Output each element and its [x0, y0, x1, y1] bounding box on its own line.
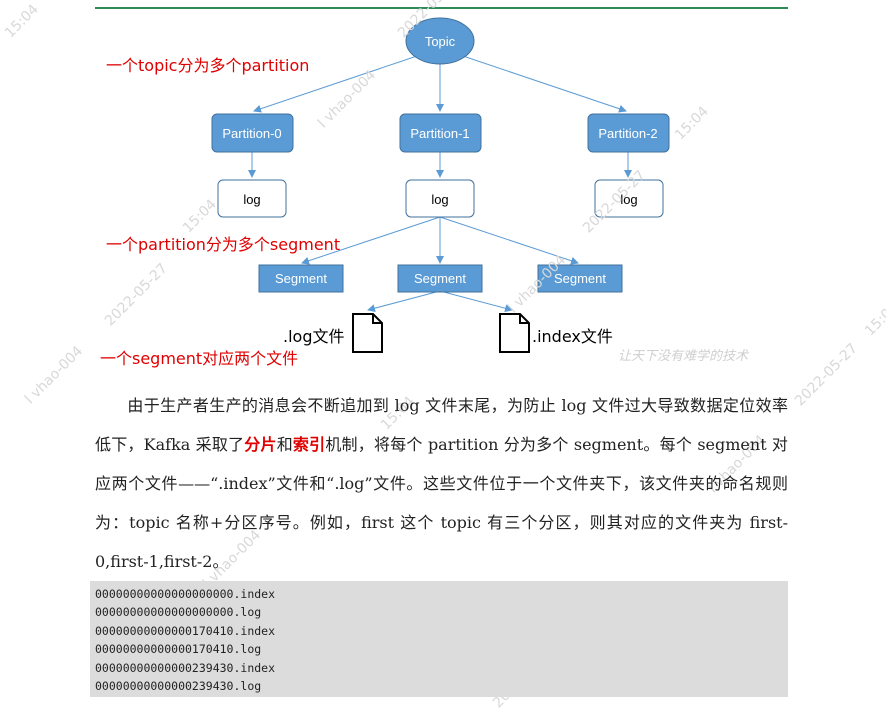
code-block: 00000000000000000000.index 0000000000000…: [90, 581, 788, 697]
code-line: 00000000000000170410.index: [95, 623, 276, 638]
log-label: log: [243, 192, 260, 207]
segment-label: Segment: [275, 271, 327, 286]
log-label: log: [620, 192, 637, 207]
partition-node: Partition-2: [587, 113, 670, 153]
file-icon: [352, 313, 383, 353]
log-node: log: [594, 179, 664, 218]
log-file-label: .log文件: [283, 327, 345, 346]
code-line: 00000000000000239430.log: [95, 679, 262, 694]
code-line: 00000000000000170410.log: [95, 642, 262, 657]
log-node: log: [405, 179, 475, 218]
topic-label: Topic: [425, 34, 456, 49]
paragraph-text: 由于生产者生产的消息会不断追加到 log 文件末尾，为防止 log 文件过大导致…: [95, 396, 788, 454]
kafka-storage-diagram: Topic Partition-0 Partition-1 Partition-…: [211, 17, 670, 353]
segment-node: Segment: [397, 264, 483, 293]
highlight-index: 索引: [292, 435, 326, 454]
partition-label: Partition-0: [222, 126, 281, 141]
index-file-label: .index文件: [532, 327, 613, 346]
segment-label: Segment: [554, 271, 606, 286]
segment-node: Segment: [537, 264, 623, 293]
paragraph-text: 机制，将每个 partition 分为多个 segment。每个 segment…: [95, 435, 788, 571]
header-rule: [95, 0, 788, 9]
body-paragraph: 由于生产者生产的消息会不断追加到 log 文件末尾，为防止 log 文件过大导致…: [95, 386, 788, 581]
log-label: log: [431, 192, 448, 207]
topic-node: Topic: [405, 17, 475, 65]
partition-label: Partition-1: [410, 126, 469, 141]
code-line: 00000000000000000000.log: [95, 605, 262, 620]
partition-label: Partition-2: [598, 126, 657, 141]
watermark-slogan: 让天下没有难学的技术: [618, 349, 749, 364]
partition-node: Partition-0: [211, 113, 294, 153]
highlight-shard: 分片: [244, 435, 277, 454]
segment-label: Segment: [414, 271, 466, 286]
partition-note: 一个partition分为多个segment: [106, 235, 341, 254]
partition-node: Partition-1: [399, 113, 482, 153]
file-icon: [499, 313, 530, 353]
segment-note: 一个segment对应两个文件: [100, 349, 299, 368]
log-node: log: [217, 179, 287, 218]
code-line: 00000000000000239430.index: [95, 660, 276, 675]
segment-node: Segment: [258, 264, 344, 293]
paragraph-text: 和: [276, 435, 293, 454]
topic-note: 一个topic分为多个partition: [106, 56, 310, 75]
code-line: 00000000000000000000.index: [95, 587, 276, 601]
